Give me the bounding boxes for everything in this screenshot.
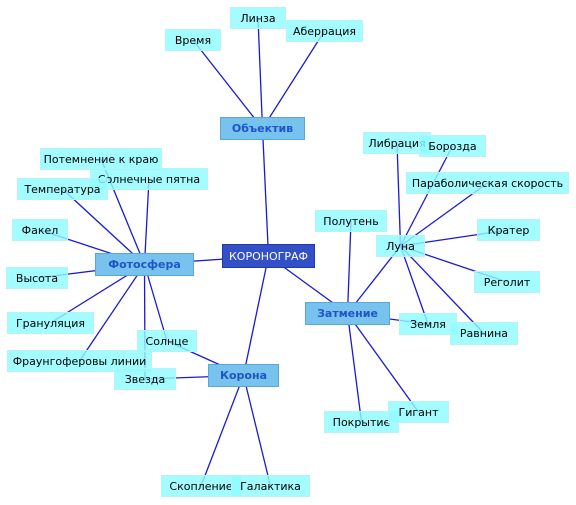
link-objective-lens [257,17,264,129]
link-photosphere-temperature [62,188,145,265]
link-eclipse-coverage [346,313,363,423]
node-sun[interactable]: Солнце [137,330,197,352]
node-cluster[interactable]: Скопление [161,475,241,497]
node-libration[interactable]: Либрация [363,132,431,154]
node-earth[interactable]: Земля [399,313,457,335]
node-limb-darkening[interactable]: Потемнение к краю [40,148,162,170]
link-eclipse-penumbra [346,220,352,314]
node-fraunhofer-lines[interactable]: Фраунгоферовы линии [7,350,152,372]
link-eclipse-giant [346,313,420,413]
node-coronograph[interactable]: КОРОНОГРАФ [222,244,315,268]
node-photosphere[interactable]: Фотосфера [95,253,194,276]
node-giant[interactable]: Гигант [388,401,449,423]
link-objective-time [192,39,264,129]
node-height[interactable]: Высота [6,267,68,289]
link-moon-libration [396,142,402,247]
node-parabolic-velocity[interactable]: Параболическая скорость [406,172,569,194]
node-time[interactable]: Время [165,29,221,51]
link-corona-galaxy [242,375,272,487]
node-facula[interactable]: Факел [12,219,68,241]
node-plain[interactable]: Равнина [450,322,518,345]
node-temperature[interactable]: Температура [17,178,108,200]
node-objective[interactable]: Объектив [220,117,305,140]
link-photosphere-fraunhofer [78,264,146,362]
link-moon-plain [400,245,485,334]
link-moon-furrow [399,145,454,247]
node-furrow[interactable]: Борозда [419,135,486,157]
node-penumbra[interactable]: Полутень [315,210,387,232]
node-aberration[interactable]: Аберрация [286,20,363,42]
node-sunspots[interactable]: Солнечные пятна [90,168,208,190]
link-corona-cluster [200,375,245,487]
link-root-corona [242,255,270,376]
node-crater[interactable]: Кратер [477,219,540,241]
node-galaxy[interactable]: Галактика [231,475,310,497]
node-eclipse[interactable]: Затмение [305,302,390,325]
node-star[interactable]: Звезда [114,368,176,390]
node-regolith[interactable]: Реголит [474,271,540,293]
link-photosphere-sunspots [143,178,150,265]
node-lens[interactable]: Линза [230,7,286,29]
node-coverage[interactable]: Покрытие [324,411,399,433]
link-objective-aberration [261,30,326,129]
node-corona[interactable]: Корона [208,364,279,387]
link-moon-earth [399,245,429,325]
link-photosphere-sun [143,264,168,342]
node-moon[interactable]: Луна [376,235,425,257]
node-granulation[interactable]: Грануляция [7,312,94,334]
link-root-objective [261,128,270,257]
